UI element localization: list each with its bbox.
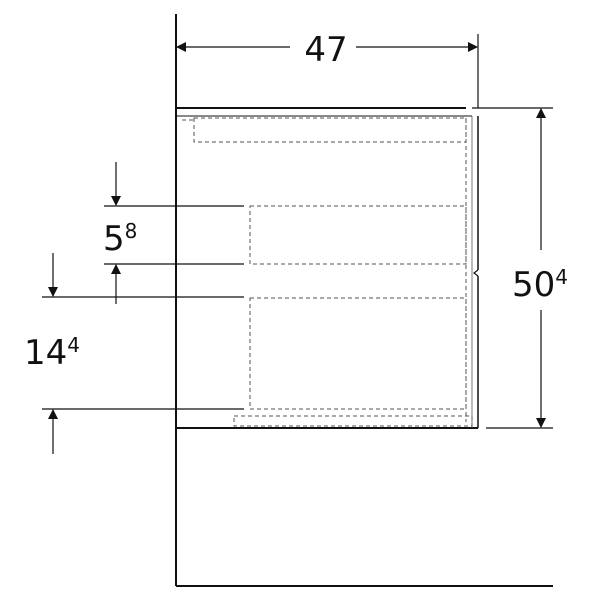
front-gap-notch bbox=[473, 269, 479, 277]
height-label: 504 bbox=[512, 265, 568, 305]
width-dimension bbox=[176, 34, 479, 108]
height-label-main: 50 bbox=[512, 265, 555, 305]
lower-drawer-dashed bbox=[249, 297, 467, 410]
width-label: 47 bbox=[304, 30, 347, 70]
offset-label-sup: 4 bbox=[67, 333, 80, 357]
wall-and-floor bbox=[175, 14, 553, 587]
hidden-lines bbox=[182, 117, 473, 427]
height-label-sup: 4 bbox=[555, 265, 568, 289]
offset-label: 144 bbox=[24, 333, 80, 373]
gap-label-sup: 8 bbox=[125, 219, 138, 243]
bottom-plinth-dashed bbox=[233, 415, 473, 427]
top-shelf-dashed bbox=[193, 117, 467, 143]
offset-dimension bbox=[42, 253, 244, 454]
cabinet bbox=[176, 107, 479, 429]
offset-label-main: 14 bbox=[24, 333, 67, 373]
upper-drawer-dashed bbox=[249, 205, 467, 265]
gap-label: 58 bbox=[103, 219, 137, 259]
gap-label-main: 5 bbox=[103, 219, 125, 259]
height-dimension bbox=[472, 107, 553, 429]
